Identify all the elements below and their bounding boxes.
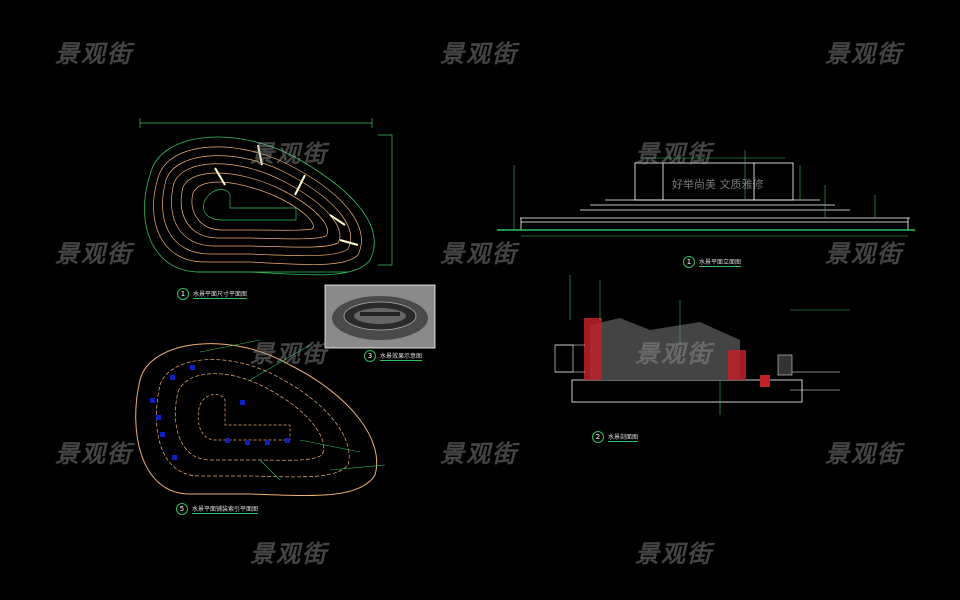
- plan-dimension-view: [139, 118, 393, 276]
- view-title: 水景剖面图: [608, 434, 639, 442]
- watermark: 景观街: [825, 40, 903, 68]
- view-number: 1: [683, 256, 695, 268]
- wall-inscription: 好举尚美 文质雅修: [672, 178, 764, 191]
- watermark: 景观街: [440, 440, 518, 468]
- view-title: 水景平面尺寸平面图: [193, 291, 248, 299]
- watermark: 景观街: [635, 540, 713, 568]
- view-title: 水景平面铺装索引平面图: [192, 506, 259, 514]
- view-label: 5 水景平面铺装索引平面图: [176, 503, 259, 515]
- watermark: 景观街: [635, 140, 713, 168]
- watermark: 景观街: [825, 440, 903, 468]
- watermark: 景观街: [440, 40, 518, 68]
- view-number: 1: [177, 288, 189, 300]
- watermark: 景观街: [440, 240, 518, 268]
- view-label: 1 水景平面尺寸平面图: [177, 288, 248, 300]
- view-title: 水景效果示意图: [380, 353, 423, 361]
- view-number: 3: [364, 350, 376, 362]
- watermark: 景观街: [635, 340, 713, 368]
- elevation-view: [497, 150, 915, 237]
- watermark: 景观街: [55, 40, 133, 68]
- watermark: 景观街: [250, 140, 328, 168]
- view-label: 3 水景效果示意图: [364, 350, 423, 362]
- watermark: 景观街: [825, 240, 903, 268]
- watermark: 景观街: [55, 240, 133, 268]
- watermark: 景观街: [55, 440, 133, 468]
- watermark: 景观街: [250, 540, 328, 568]
- view-number: 5: [176, 503, 188, 515]
- view-number: 2: [592, 431, 604, 443]
- view-label: 1 水景平面立面图: [683, 256, 742, 268]
- paving-plan: [135, 339, 386, 497]
- section-view: [554, 275, 850, 415]
- view-title: 水景平面立面图: [699, 259, 742, 267]
- view-label: 2 水景剖面图: [592, 431, 639, 443]
- effect-photo: [324, 284, 436, 349]
- watermark: 景观街: [250, 340, 328, 368]
